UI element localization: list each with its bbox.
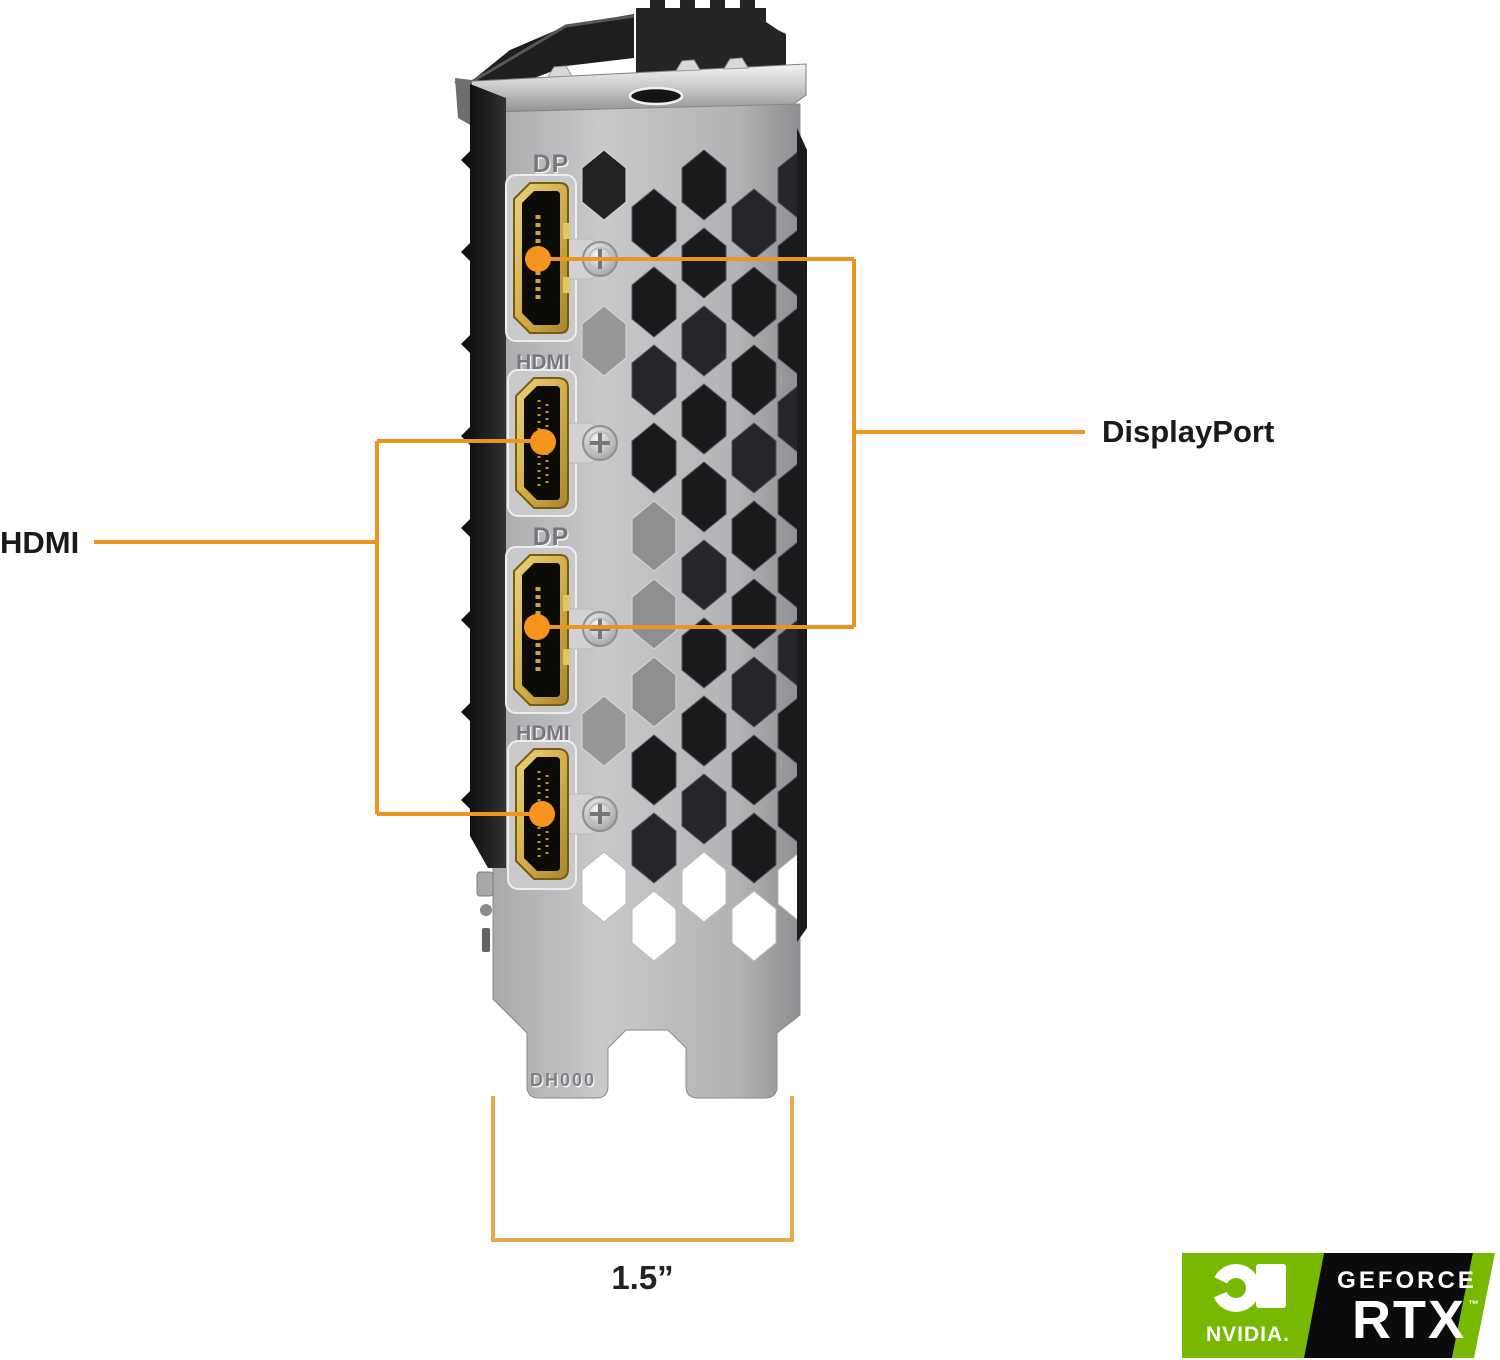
vent-hole [777,851,800,923]
vent-hole [731,812,777,884]
bracket-marking: DH000 [530,1070,596,1090]
vent-hole [631,500,677,572]
vent-hole [631,422,677,494]
vent-hole [681,383,727,455]
phillips-screw-icon [582,796,618,832]
vent-hole [731,890,777,962]
lip-left-hook [455,78,472,126]
callout-dot [524,614,550,640]
vent-hole [777,227,800,299]
dimension-bracket-line [491,1096,794,1242]
hdmi-callout-line [94,439,543,816]
graphics-card: DP HDMI DP HDMI [454,0,807,1099]
vent-hole [731,266,777,338]
card-left-shroud-edge [470,84,506,868]
vent-hole [731,500,777,572]
vent-hole [681,461,727,533]
callout-dots [524,246,556,827]
displayport-callout-line [537,257,1085,629]
geforce-label: GEFORCE [1337,1267,1477,1294]
vent-hole [731,656,777,728]
callout-dot [525,246,551,272]
shroud-edge-teeth [461,150,471,810]
callout-lines [94,257,1085,816]
pcb-detail [482,928,490,952]
lip-screw-slot [628,86,684,106]
vent-hole [681,227,727,299]
vent-hole [777,461,800,533]
vent-hole [631,734,677,806]
dimension-label: 1.5” [611,1259,674,1296]
shroud-top-left-highlight [467,14,635,86]
pcb-detail [476,871,494,897]
hdmi-callout-label: HDMI [0,525,80,560]
trademark-symbol: ™ [1468,1299,1479,1311]
vent-hole [631,890,677,962]
vent-hole [731,734,777,806]
phillips-screw-icon [582,425,618,461]
badge-black-panel [1304,1253,1473,1358]
nvidia-wordmark: NVIDIA. [1205,1323,1290,1346]
vent-hole [681,773,727,845]
vent-hole [731,578,777,650]
nvidia-rtx-badge: NVIDIA. GEFORCE RTX ™ [1182,1253,1495,1358]
port-label-hdmi-1: HDMI [516,351,570,374]
pcb-detail [480,904,492,916]
lip-tab [547,65,573,78]
vent-hole [731,344,777,416]
vent-hole [681,617,727,689]
vent-hole [777,617,800,689]
port-label-dp-1: DP [533,150,570,178]
vent-hole [777,539,800,611]
vent-hole [631,344,677,416]
callout-dot [530,429,556,455]
displayport-callout-label: DisplayPort [1102,414,1275,449]
callout-dot [529,801,555,827]
vent-hole [631,812,677,884]
vent-hole [681,305,727,377]
lip-tab [723,57,749,70]
vent-hole [581,305,627,377]
vent-pattern [581,149,800,962]
vent-hole [777,383,800,455]
vent-hole [731,422,777,494]
vent-hole [681,539,727,611]
shroud-top-left [468,14,634,98]
vent-hole [681,149,727,221]
nvidia-eye-icon [1212,1264,1286,1312]
lip-tab [675,59,701,72]
vent-hole [581,851,627,923]
card-right-edge [797,128,807,942]
rtx-label: RTX [1352,1290,1466,1350]
badge-green-panel [1182,1253,1324,1358]
vent-hole [681,695,727,767]
vent-hole [631,656,677,728]
vent-hole [631,578,677,650]
port-label-hdmi-2: HDMI [516,722,570,745]
vent-hole [777,149,800,221]
vent-hole [681,851,727,923]
vent-hole [777,773,800,845]
vent-hole [631,266,677,338]
vent-hole [581,695,627,767]
vent-hole [581,149,627,221]
vent-hole [777,695,800,767]
vent-hole [777,305,800,377]
